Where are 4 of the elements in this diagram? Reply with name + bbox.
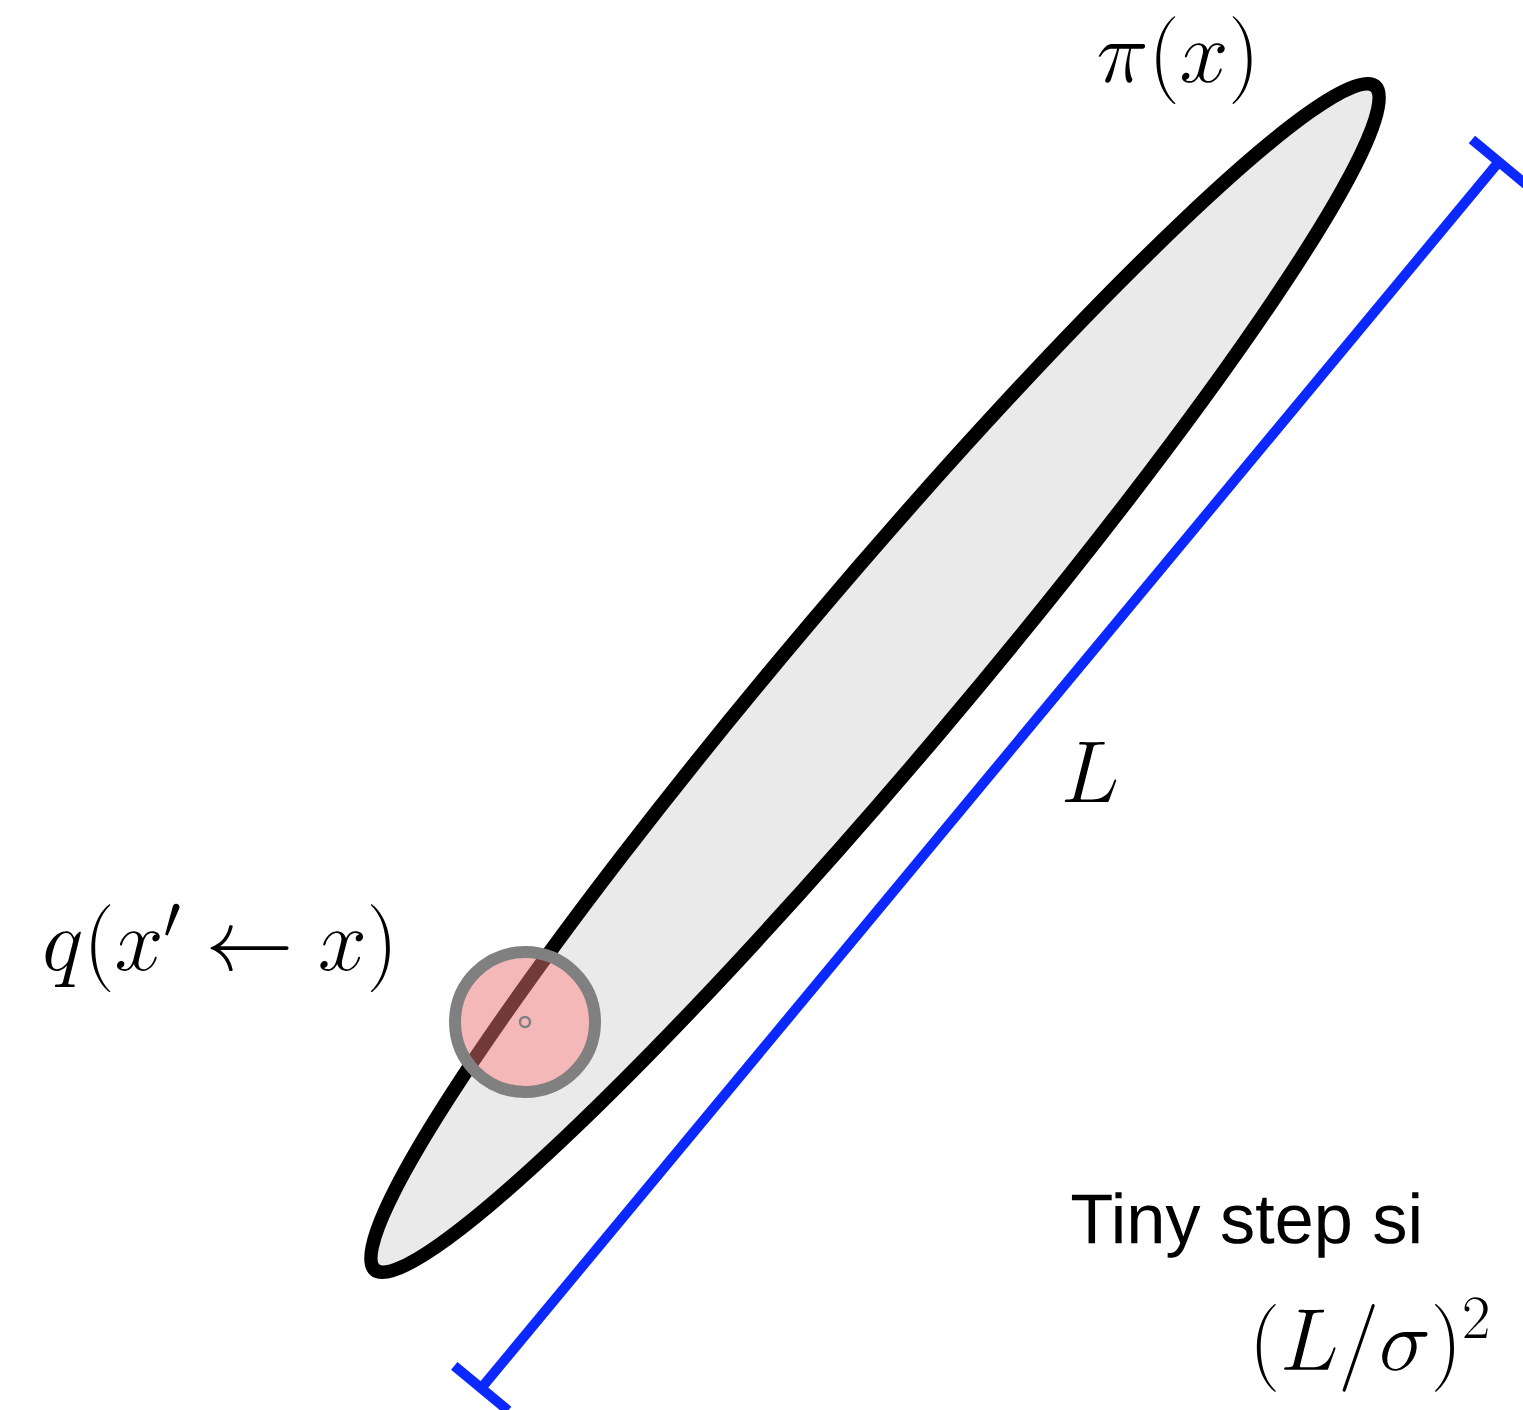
node-label: $q(x' \leftarrow x)$ (45, 903, 390, 993)
formula: $(L/\sigma)^2$ (1256, 1297, 1488, 1392)
dimension-label: $L$ (1064, 742, 1117, 803)
note-text: Tiny step si (1071, 1192, 1419, 1258)
